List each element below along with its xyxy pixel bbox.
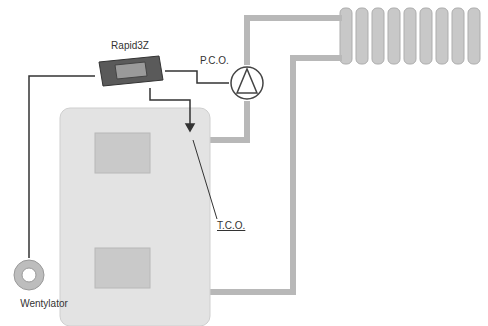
controller-symbol <box>95 54 165 88</box>
sensor-label: T.C.O. <box>216 220 246 232</box>
part-label: Wentylator <box>20 298 68 310</box>
pump-symbol <box>229 65 265 101</box>
radiator <box>340 8 480 64</box>
pipes <box>210 18 342 292</box>
fan-node: Wentylator <box>4 258 84 318</box>
pump-node: P.C.O. <box>200 55 265 101</box>
sensor-wire <box>150 88 194 131</box>
leader-line <box>193 140 217 219</box>
fan-symbol <box>12 258 46 292</box>
part-label: Rapid3Z <box>111 40 149 52</box>
boiler <box>60 108 210 326</box>
control-wire <box>29 76 95 258</box>
controller-node: Rapid3Z <box>90 40 170 92</box>
control-wire <box>165 71 229 83</box>
part-label: P.C.O. <box>200 55 229 67</box>
